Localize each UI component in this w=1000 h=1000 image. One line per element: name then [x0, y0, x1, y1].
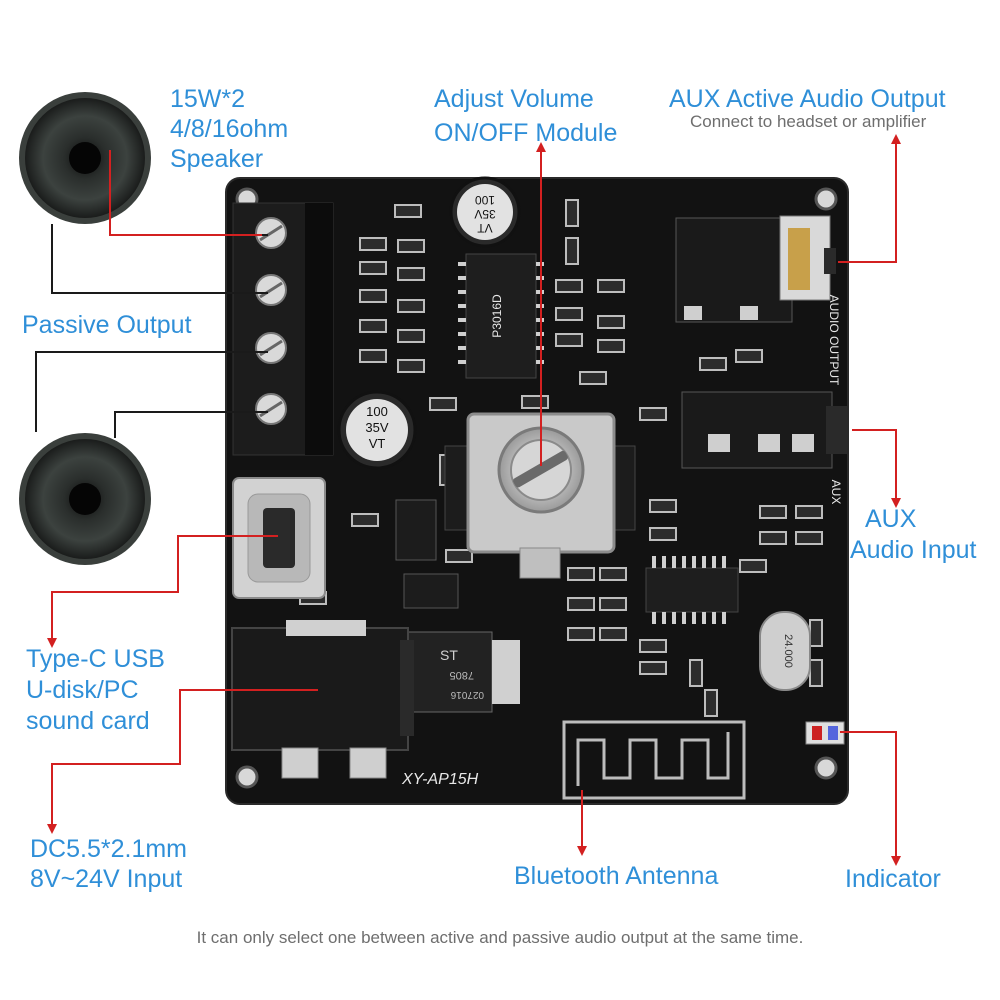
svg-text:7805: 7805	[450, 669, 474, 681]
passive-output-label: Passive Output	[22, 311, 192, 339]
aux-input-label-line2: Audio Input	[850, 536, 977, 564]
dc-input-label-line2: 8V~24V Input	[30, 865, 183, 893]
svg-text:AUDIO OUTPUT: AUDIO OUTPUT	[827, 295, 841, 386]
bluetooth-antenna-label: Bluetooth Antenna	[514, 862, 719, 890]
svg-text:100: 100	[366, 404, 388, 419]
speaker-power-label: 15W*2	[170, 85, 246, 113]
svg-text:XY-AP15H: XY-AP15H	[401, 771, 479, 788]
screw-terminal	[232, 202, 334, 456]
dc-input-label-line1: DC5.5*2.1mm	[30, 835, 187, 863]
indicator-label: Indicator	[845, 865, 941, 893]
leader-lines	[51, 140, 897, 858]
svg-text:24.000: 24.000	[782, 634, 794, 668]
aux-output-label: AUX Active Audio Output	[669, 85, 946, 113]
typec-label-line2: U-disk/PC	[26, 676, 139, 704]
speaker-bottom-icon	[19, 433, 151, 565]
audio-output-jack	[675, 215, 836, 323]
aux-input-label-line1: AUX	[865, 505, 917, 533]
svg-text:100: 100	[475, 193, 495, 207]
speaker-top-icon	[19, 92, 151, 224]
amplifier-chip: P3016D	[458, 253, 544, 379]
typec-label-line1: Type-C USB	[26, 645, 165, 673]
svg-text:VT: VT	[369, 436, 386, 451]
svg-text:P3016D: P3016D	[490, 294, 504, 338]
leader-arrowheads	[47, 134, 901, 866]
output-note: It can only select one between active an…	[196, 928, 804, 947]
indicator-led	[805, 721, 845, 745]
capacitor-left: 100 35V VT	[337, 390, 417, 470]
aux-output-sublabel: Connect to headset or amplifier	[690, 112, 927, 131]
usb-c-port	[232, 477, 326, 599]
speaker-impedance-label: 4/8/16ohm	[170, 115, 289, 143]
volume-potentiometer	[444, 412, 636, 579]
decoder-chip	[645, 556, 739, 624]
aux-input-jack	[681, 391, 848, 469]
volume-label-line1: Adjust Volume	[434, 85, 594, 113]
svg-text:VT: VT	[477, 221, 493, 235]
voltage-regulator: ST 7805 027016	[395, 499, 520, 713]
bluetooth-antenna-trace	[562, 720, 746, 800]
svg-text:35V: 35V	[365, 420, 388, 435]
crystal-oscillator: 24.000	[759, 611, 811, 691]
svg-text:ST: ST	[440, 647, 458, 663]
volume-label-line2: ON/OFF Module	[434, 119, 618, 147]
svg-text:027016: 027016	[450, 689, 484, 700]
speaker-label: Speaker	[170, 145, 264, 173]
svg-text:AUX: AUX	[829, 480, 843, 505]
typec-label-line3: sound card	[26, 707, 150, 735]
capacitor-top: VT 35V 100	[449, 176, 521, 248]
smd-components-left	[299, 204, 473, 605]
svg-text:35V: 35V	[474, 207, 495, 221]
